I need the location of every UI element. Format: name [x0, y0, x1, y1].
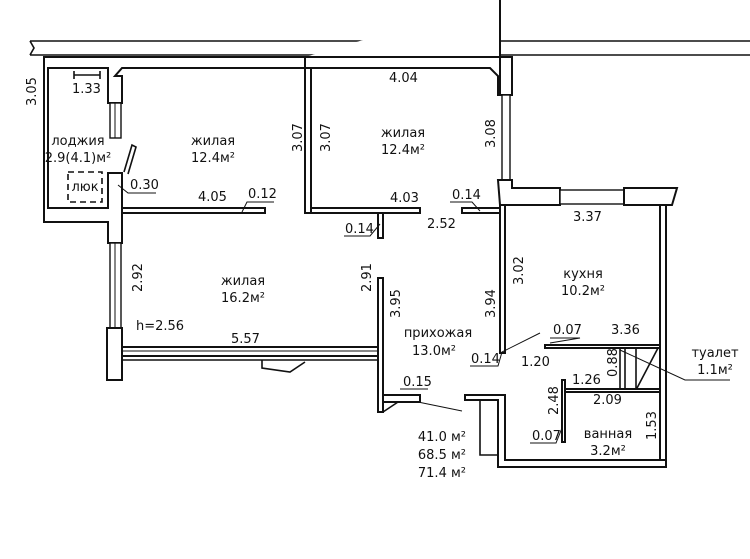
dimension: 2.52 [427, 217, 456, 232]
dimension: 3.94 [484, 289, 499, 318]
area-totals: 41.0 м² 68.5 м² 71.4 м² [418, 430, 466, 481]
hatch-label: люк [71, 180, 98, 195]
dimensions: 3.05 1.33 0.30 4.05 0.12 3.07 3.07 4.04 … [25, 71, 660, 444]
dimension: 0.14 [471, 352, 500, 367]
room-kitchen: кухня 10.2м² [561, 267, 605, 299]
dimension: 2.09 [593, 393, 622, 408]
dimension: 0.30 [130, 178, 159, 193]
dimension: 3.95 [389, 289, 404, 318]
dimension: 0.07 [532, 429, 561, 444]
room-name: кухня [563, 267, 603, 282]
ceiling-height: h=2.56 [136, 319, 184, 334]
room-loggia: лоджия 2.9(4.1)м² [45, 134, 112, 166]
room-area: 13.0м² [412, 344, 456, 359]
room-name: прихожая [404, 326, 472, 341]
dimension: 0.14 [452, 188, 481, 203]
room-area: 10.2м² [561, 284, 605, 299]
dimension: 2.91 [360, 263, 375, 292]
room-living-3: жилая 16.2м² h=2.56 [136, 274, 265, 334]
dimension: 1.53 [645, 411, 660, 440]
window [559, 189, 625, 205]
loggia-door [123, 143, 137, 175]
room-name: жилая [221, 274, 265, 289]
window [501, 94, 511, 181]
room-bath: ванная 3.2м² [584, 427, 632, 459]
dimension: 0.14 [345, 222, 374, 237]
room-area: 1.1м² [697, 363, 733, 378]
dimension: 0.15 [403, 375, 432, 390]
dimension: 1.20 [521, 355, 550, 370]
living-area-total: 41.0 м² [418, 430, 466, 445]
dimension: 3.05 [25, 77, 40, 106]
hatch-box [67, 171, 103, 203]
dimension: 3.08 [484, 119, 499, 148]
dimension: 4.04 [389, 71, 418, 86]
dimension: 3.07 [291, 123, 306, 152]
total-area: 68.5 м² [418, 448, 466, 463]
dimension: 0.07 [553, 323, 582, 338]
room-hall: прихожая 13.0м² [404, 326, 472, 359]
dimension: 1.33 [72, 82, 101, 97]
room-area: 2.9(4.1)м² [45, 151, 112, 166]
dimension: 1.26 [572, 373, 601, 388]
total-area-with-loggia: 71.4 м² [418, 466, 466, 481]
room-area: 3.2м² [590, 444, 626, 459]
outer-wall [29, 0, 750, 468]
room-living-2: жилая 12.4м² [381, 126, 425, 158]
dimension: 0.12 [248, 187, 277, 202]
dimension: 2.92 [131, 263, 146, 292]
dimension: 2.48 [547, 386, 562, 415]
room-living-1: жилая 12.4м² [191, 134, 235, 166]
dimension: 3.07 [319, 123, 334, 152]
room-name: туалет [691, 346, 739, 361]
dimension: 3.37 [573, 210, 602, 225]
room-area: 16.2м² [221, 291, 265, 306]
dimension: 3.02 [512, 256, 527, 285]
dimension: 4.05 [198, 190, 227, 205]
room-name: лоджия [51, 134, 104, 149]
dimension: 3.36 [611, 323, 640, 338]
dimension: 0.88 [606, 348, 621, 377]
dimension-line [73, 71, 101, 79]
dimension: 4.03 [390, 191, 419, 206]
room-area: 12.4м² [191, 151, 235, 166]
room-name: жилая [191, 134, 235, 149]
room-toilet: туалет 1.1м² [619, 346, 739, 381]
room-name: ванная [584, 427, 632, 442]
room-name: жилая [381, 126, 425, 141]
dimension: 5.57 [231, 332, 260, 347]
room-area: 12.4м² [381, 143, 425, 158]
